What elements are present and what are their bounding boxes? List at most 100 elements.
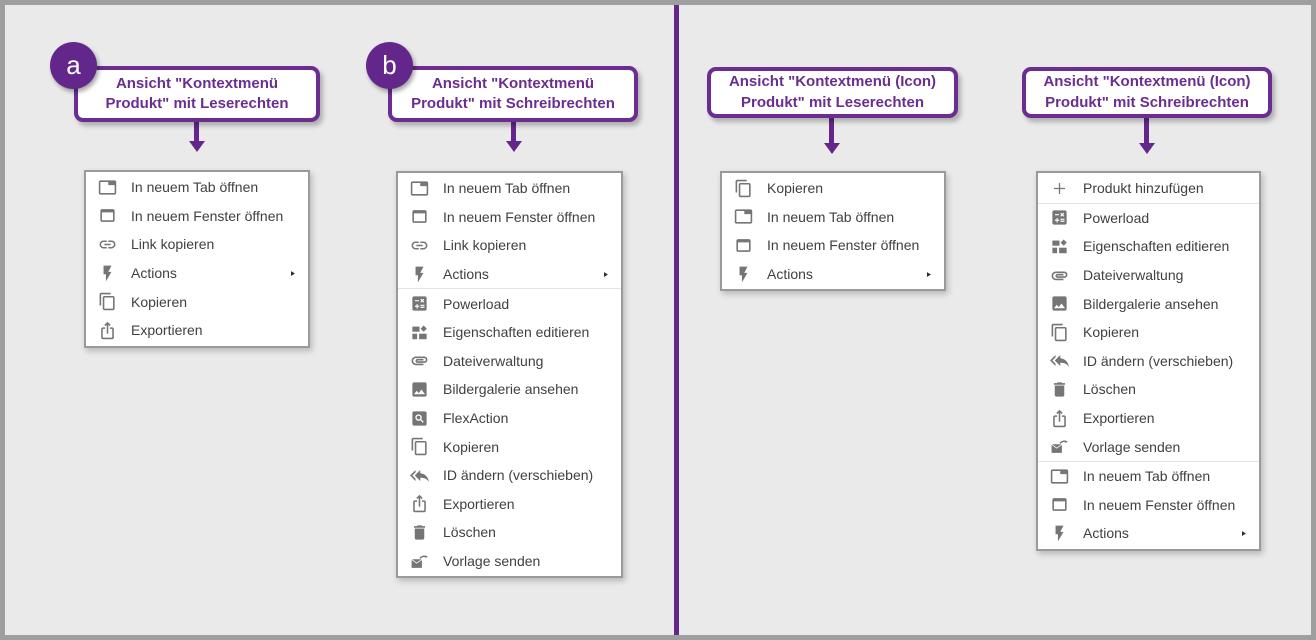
menu-item-edit-properties[interactable]: Eigenschaften editieren (398, 318, 621, 347)
send-mail-icon (410, 552, 429, 571)
menu-item-label: In neuem Tab öffnen (767, 208, 895, 225)
search-box-icon (410, 409, 429, 428)
menu-item-flexaction[interactable]: FlexAction (398, 404, 621, 433)
title-line: Ansicht "Kontextmenü (Icon) (1043, 73, 1251, 91)
title-line: Produkt" mit Schreibrechten (1045, 93, 1249, 111)
tab-icon (1050, 467, 1069, 486)
menu-item-open-new-tab[interactable]: In neuem Tab öffnen (722, 203, 944, 232)
menu-item-label: Kopieren (1083, 324, 1140, 341)
menu-item-export[interactable]: Exportieren (398, 490, 621, 519)
menu-item-label: Eigenschaften editieren (443, 324, 590, 341)
tab-icon (734, 207, 753, 226)
menu-item-actions[interactable]: Actions (86, 259, 308, 288)
title-kontextmenu-produkt-schreibrechten: Ansicht "Kontextmenü Produkt" mit Schrei… (388, 66, 638, 122)
title-line: Produkt" mit Leserechten (741, 93, 924, 111)
menu-item-copy[interactable]: Kopieren (398, 432, 621, 461)
title-line: Produkt" mit Schreibrechten (411, 95, 615, 112)
menu-item-label: Vorlage senden (1083, 438, 1181, 455)
menu-divider (398, 288, 621, 290)
menu-item-label: Vorlage senden (443, 553, 541, 570)
menu-item-actions[interactable]: Actions (722, 260, 944, 289)
export-icon (410, 494, 429, 513)
menu-item-copy-link[interactable]: Link kopieren (398, 231, 621, 260)
menu-item-label: Exportieren (131, 322, 203, 339)
copy-icon (98, 292, 117, 311)
context-menu-produkt-schreibrechten: In neuem Tab öffnen In neuem Fenster öff… (396, 171, 623, 579)
plus-icon (1050, 179, 1069, 198)
menu-item-change-id[interactable]: ID ändern (verschieben) (1038, 347, 1259, 376)
menu-item-file-management[interactable]: Dateiverwaltung (1038, 261, 1259, 290)
menu-item-open-new-window[interactable]: In neuem Fenster öffnen (1038, 491, 1259, 520)
title-line: Ansicht "Kontextmenü (Icon) (728, 73, 937, 91)
menu-item-export[interactable]: Exportieren (1038, 404, 1259, 433)
menu-item-view-image-gallery[interactable]: Bildergalerie ansehen (398, 375, 621, 404)
menu-item-label: Dateiverwaltung (443, 352, 544, 369)
menu-item-label: Bildergalerie ansehen (1083, 295, 1219, 312)
menu-item-edit-properties[interactable]: Eigenschaften editieren (1038, 232, 1259, 261)
menu-item-actions[interactable]: Actions (398, 260, 621, 289)
menu-item-open-new-tab[interactable]: In neuem Tab öffnen (398, 174, 621, 203)
menu-item-label: Dateiverwaltung (1083, 267, 1184, 284)
submenu-arrow-icon (924, 269, 933, 280)
menu-item-label: In neuem Fenster öffnen (767, 237, 920, 254)
link-icon (410, 236, 429, 255)
export-icon (1050, 409, 1069, 428)
menu-item-label: Eigenschaften editieren (1083, 238, 1230, 255)
menu-item-open-new-window[interactable]: In neuem Fenster öffnen (398, 203, 621, 232)
vertical-divider (674, 5, 679, 635)
menu-item-copy-link[interactable]: Link kopieren (86, 230, 308, 259)
menu-item-change-id[interactable]: ID ändern (verschieben) (398, 461, 621, 490)
down-arrow (505, 122, 522, 152)
flash-icon (98, 264, 117, 283)
menu-divider (1038, 460, 1259, 462)
reply-all-icon (1050, 351, 1069, 370)
menu-item-copy[interactable]: Kopieren (86, 287, 308, 316)
menu-item-file-management[interactable]: Dateiverwaltung (398, 347, 621, 376)
title-line: Produkt" mit Leserechten (105, 95, 289, 112)
menu-item-copy[interactable]: Kopieren (722, 174, 944, 203)
menu-item-open-new-window[interactable]: In neuem Fenster öffnen (722, 231, 944, 260)
menu-item-copy[interactable]: Kopieren (1038, 318, 1259, 347)
menu-item-label: Link kopieren (131, 236, 215, 253)
menu-item-send-template[interactable]: Vorlage senden (398, 547, 621, 576)
menu-item-label: Actions (131, 265, 177, 282)
menu-item-open-new-tab[interactable]: In neuem Tab öffnen (1038, 462, 1259, 491)
context-menu-icon-produkt-leserechten: Kopieren In neuem Tab öffnen In neuem Fe… (720, 171, 946, 292)
image-icon (1050, 294, 1069, 313)
window-icon (1050, 495, 1069, 514)
title-kontextmenu-icon-produkt-leserechten: Ansicht "Kontextmenü (Icon) Produkt" mit… (707, 67, 958, 118)
down-arrow (823, 118, 840, 154)
link-icon (98, 235, 117, 254)
menu-item-label: Produkt hinzufügen (1083, 180, 1204, 197)
menu-item-export[interactable]: Exportieren (86, 316, 308, 345)
menu-item-label: Kopieren (131, 293, 188, 310)
down-arrow (188, 122, 205, 152)
image-icon (410, 380, 429, 399)
menu-item-label: In neuem Tab öffnen (443, 180, 571, 197)
menu-item-actions[interactable]: Actions (1038, 519, 1259, 548)
menu-item-label: In neuem Fenster öffnen (443, 208, 596, 225)
menu-item-send-template[interactable]: Vorlage senden (1038, 432, 1259, 461)
menu-item-label: In neuem Fenster öffnen (131, 207, 284, 224)
export-icon (98, 321, 117, 340)
menu-item-label: Powerload (443, 295, 510, 312)
menu-item-view-image-gallery[interactable]: Bildergalerie ansehen (1038, 289, 1259, 318)
menu-divider (1038, 202, 1259, 204)
menu-item-delete[interactable]: Löschen (398, 518, 621, 547)
menu-item-label: Kopieren (767, 180, 824, 197)
menu-item-label: Actions (443, 266, 489, 283)
menu-item-open-new-window[interactable]: In neuem Fenster öffnen (86, 202, 308, 231)
badge-b: b (366, 42, 413, 89)
menu-item-label: In neuem Tab öffnen (131, 179, 259, 196)
menu-item-powerload[interactable]: Powerload (1038, 204, 1259, 233)
flash-icon (734, 265, 753, 284)
menu-item-label: ID ändern (verschieben) (443, 467, 594, 484)
submenu-arrow-icon (601, 269, 610, 280)
menu-item-open-new-tab[interactable]: In neuem Tab öffnen (86, 173, 308, 202)
window-icon (410, 207, 429, 226)
menu-item-add-product[interactable]: Produkt hinzufügen (1038, 174, 1259, 203)
menu-item-powerload[interactable]: Powerload (398, 289, 621, 318)
trash-icon (410, 523, 429, 542)
menu-item-delete[interactable]: Löschen (1038, 375, 1259, 404)
